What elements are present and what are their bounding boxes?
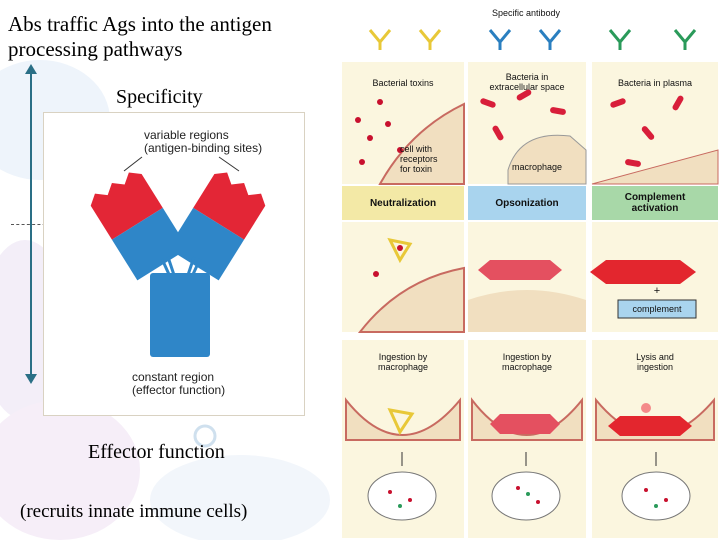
setting-col-1: Bacterial toxins — [372, 78, 434, 88]
macrophage-label: macrophage — [512, 162, 563, 172]
setting-col-2: Bacteria in extracellular space — [489, 72, 565, 92]
mechanism-complement: Complement activation — [624, 192, 686, 214]
constant-region-stem — [150, 273, 210, 357]
specificity-label: Specificity — [116, 86, 203, 108]
plus-sign: + — [653, 285, 661, 297]
constant-arm-left — [111, 207, 189, 281]
effector-label: Effector function — [88, 441, 225, 463]
hinge — [160, 256, 202, 282]
divider-dash — [11, 224, 51, 225]
constant-arm-right — [167, 207, 245, 281]
mechanism-opsonization: Opsonization — [495, 197, 559, 209]
complement-label: complement — [632, 304, 682, 314]
constant-region-label: constant region (effector function) — [132, 370, 226, 397]
slide-title: Abs traffic Ags into the antigen process… — [8, 12, 272, 61]
arrow-down-icon — [25, 374, 37, 384]
effector-figure-art — [342, 29, 719, 538]
effector-figure: Specific antibody Bacterial toxins Bacte… — [340, 0, 720, 540]
variable-region-right — [193, 172, 266, 240]
setting-col-3: Bacteria in plasma — [617, 78, 693, 88]
outcome-col-2: Ingestion by macrophage — [501, 352, 553, 372]
mechanism-neutralization: Neutralization — [369, 197, 437, 209]
cell-receptor-label: cell with receptors for toxin — [400, 144, 438, 174]
recruits-label: (recruits innate immune cells) — [20, 501, 248, 522]
outcome-col-1: Ingestion by macrophage — [377, 352, 429, 372]
variable-region-left — [90, 172, 163, 240]
left-arm — [90, 172, 189, 281]
outcome-col-3: Lysis and ingestion — [636, 352, 674, 372]
right-arm — [167, 172, 266, 281]
arrow-up-icon — [25, 64, 37, 74]
variable-region-label: variable regions (antigen-binding sites) — [144, 128, 263, 155]
header-label: Specific antibody — [491, 8, 561, 18]
antibody-panel: variable regions (antigen-binding sites)… — [43, 112, 305, 416]
antibody-diagram — [90, 156, 266, 357]
pointer-line-left — [123, 156, 143, 172]
pointer-line-right — [218, 156, 240, 172]
